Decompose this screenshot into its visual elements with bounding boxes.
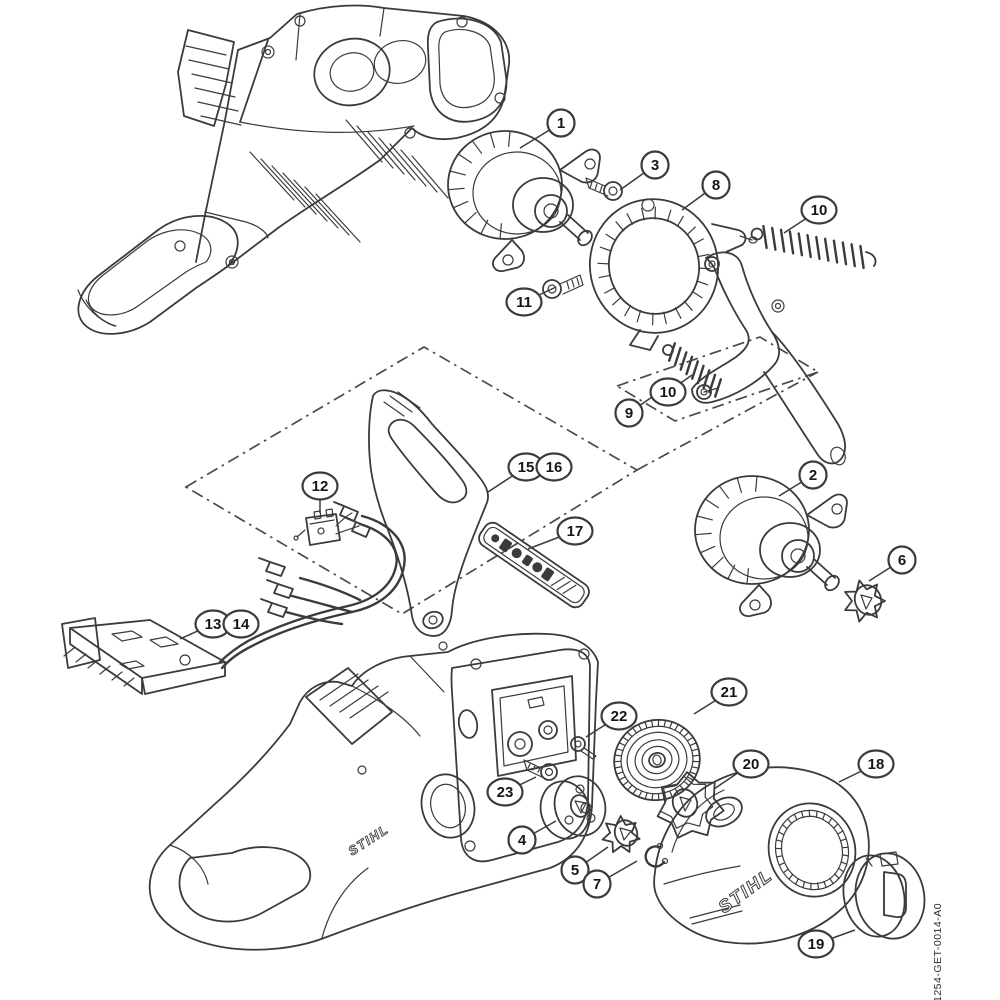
- callout-20-number: 20: [743, 756, 760, 773]
- callout-12-number: 12: [312, 478, 329, 495]
- tension-spring-lower-drawing: [662, 342, 722, 398]
- callout-14: 14: [222, 609, 260, 639]
- top-handle-drawing: [368, 389, 489, 651]
- callout-15-number: 15: [518, 459, 535, 476]
- callout-10-upper: 10: [783, 195, 838, 234]
- callout-13-number: 13: [205, 616, 222, 633]
- callout-15: 15: [487, 452, 545, 493]
- callout-2: 2: [778, 460, 828, 497]
- callout-16-number: 16: [546, 459, 563, 476]
- callout-22-number: 22: [611, 708, 628, 725]
- switch-drawing: [293, 501, 371, 546]
- callout-1: 1: [519, 108, 576, 149]
- callout-5-number: 5: [571, 862, 579, 879]
- callout-23-number: 23: [497, 784, 514, 801]
- screw-22-drawing: [570, 736, 597, 760]
- callout-14-number: 14: [233, 616, 250, 633]
- sprocket-5-drawing: [601, 815, 641, 854]
- screw-3-drawing: [585, 177, 623, 201]
- callout-10-upper-number: 10: [811, 202, 828, 219]
- callout-11-number: 11: [516, 294, 532, 311]
- callout-6: 6: [868, 545, 917, 582]
- wiring-harness-drawing: [218, 514, 406, 670]
- callout-9: 9: [614, 396, 653, 428]
- callout-7-number: 7: [593, 876, 601, 893]
- callout-8-number: 8: [712, 177, 720, 194]
- brake-lever-drawing: [691, 251, 846, 466]
- callout-17-number: 17: [567, 523, 584, 540]
- section-boundary-link-line: [636, 371, 819, 471]
- washer-disc-drawing: [539, 775, 607, 840]
- callout-19-number: 19: [808, 936, 825, 953]
- tension-spring-upper-drawing: [750, 224, 877, 270]
- motor-housing-half-drawing: [77, 4, 510, 335]
- callout-19: 19: [797, 929, 856, 959]
- callout-7: 7: [582, 860, 638, 899]
- document-id: 1254-GET-0014-A0: [932, 903, 944, 1000]
- sprocket-6-drawing: [844, 579, 886, 623]
- section-boundary-brake: [615, 336, 820, 422]
- cover-cap-drawing: [842, 851, 926, 940]
- rear-housing-drawing: STIHL: [148, 632, 599, 951]
- brake-band-drawing: [588, 198, 758, 351]
- callout-22: 22: [585, 701, 638, 738]
- screw-11-drawing: [542, 274, 584, 299]
- callout-17: 17: [527, 516, 594, 550]
- stihl-logo-cover: STIHL: [715, 865, 777, 918]
- info-label-drawing: [478, 521, 590, 609]
- callout-3-number: 3: [651, 157, 659, 174]
- callout-21: 21: [693, 677, 748, 715]
- callout-10-lower-number: 10: [660, 384, 677, 401]
- callout-18-number: 18: [868, 756, 885, 773]
- callout-11: 11: [505, 286, 557, 317]
- callout-5: 5: [560, 846, 609, 885]
- callout-1-number: 1: [557, 115, 565, 132]
- callout-23: 23: [486, 776, 537, 807]
- callout-12: 12: [301, 471, 339, 513]
- spur-gear-drawing: [613, 718, 701, 802]
- callout-9-number: 9: [625, 405, 633, 422]
- screw-23-drawing: [523, 759, 558, 781]
- callout-6-number: 6: [898, 552, 906, 569]
- callout-16: 16: [535, 452, 573, 482]
- callout-18: 18: [838, 749, 895, 783]
- callout-3: 3: [619, 150, 670, 191]
- callout-4-number: 4: [518, 832, 527, 849]
- control-module-drawing: [61, 617, 226, 695]
- callout-20: 20: [713, 749, 770, 790]
- callout-8: 8: [681, 170, 731, 211]
- callout-2-number: 2: [809, 467, 817, 484]
- callout-10-lower: 10: [649, 374, 693, 407]
- callout-21-number: 21: [721, 684, 738, 701]
- sprocket-cover-drawing: STIHL: [653, 766, 870, 945]
- callout-4: 4: [507, 820, 557, 855]
- stihl-logo-housing: STIHL: [345, 821, 391, 858]
- motor-assembly-1-drawing: [447, 130, 601, 272]
- motor-assembly-2-drawing: [694, 475, 848, 617]
